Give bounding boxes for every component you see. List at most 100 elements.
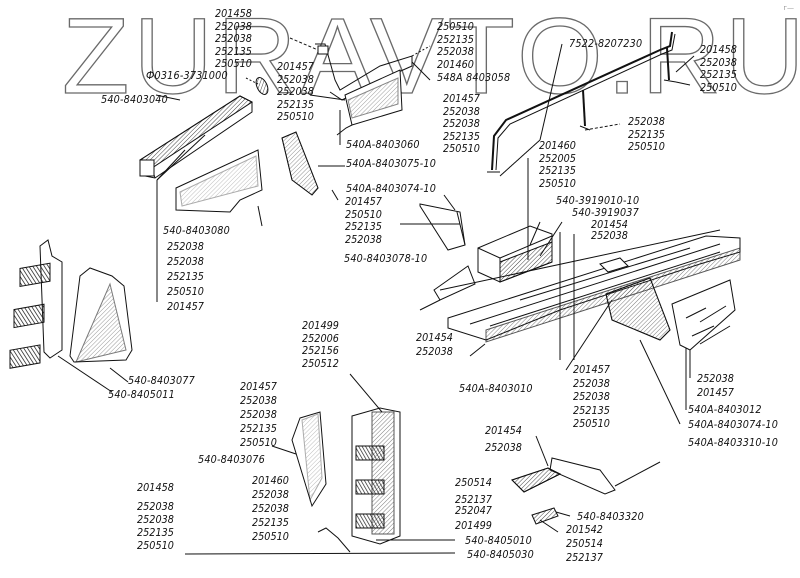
handrail-left-fasteners: 201457 252038 252038 252135 250510 [443, 93, 480, 156]
part-number: 252038 [416, 346, 453, 358]
part-number: 252038 [628, 116, 665, 128]
part-number: 201457 [240, 381, 277, 393]
part-8403077-label: 540-8403077 [128, 375, 195, 387]
part-number: 250514 [566, 538, 603, 550]
part-number: 252038 [240, 409, 277, 421]
lamp-part [255, 77, 269, 95]
part-number: 201454 [416, 332, 453, 344]
part-number: 201458 [700, 44, 737, 56]
part-number: 250510 [443, 143, 480, 155]
part-number: 252038 [591, 230, 628, 242]
part-number: 252038 [167, 241, 204, 253]
platform-left-fasteners: 201454 252038 [416, 331, 453, 359]
part-number: 252156 [302, 345, 339, 357]
part-number: 201460 [539, 140, 576, 152]
part-number: 252038 [345, 233, 382, 246]
handrail-right-fasteners: 201458 252038 252135 250510 [700, 44, 737, 94]
platform-fasteners: 201457 252038 252038 252135 250510 [573, 364, 610, 432]
part-number: 252135 [252, 517, 289, 529]
bar-8405030-part [184, 527, 456, 555]
part-number: 252038 [167, 256, 204, 268]
part-number: 250510 [277, 111, 314, 123]
part-number: 252038 [700, 56, 737, 69]
part-number: 250510 [628, 141, 665, 153]
part-number: 252038 [437, 46, 474, 58]
part-8405011-label: 540-8405011 [108, 389, 175, 401]
part-number: 252038 [137, 514, 174, 526]
part-8403076-label: 540-8403076 [198, 454, 265, 466]
battery-box-part [477, 158, 563, 283]
ladder-fasteners: 201499 252006 252156 250512 [302, 320, 339, 370]
platform-top-fasteners: 201454 252038 [591, 220, 628, 242]
part-8403320-label: 540-8403320 [577, 511, 644, 523]
ladder-left-part [9, 239, 113, 393]
part-number: 201454 [591, 219, 628, 231]
part-number: 250510 [240, 437, 277, 449]
part-number: 252137 [566, 552, 603, 564]
corner-mark: г— [783, 4, 794, 12]
part-number: 201457 [277, 61, 314, 73]
plate-8403320-part [531, 507, 571, 533]
panel-8403080-part [175, 149, 263, 213]
part-number: 252135 [167, 271, 204, 283]
hinge-fasteners: 250514 252137 252047 201499 [455, 477, 492, 532]
part-number: 252135 [137, 527, 174, 539]
part-number: 201457 [167, 301, 204, 313]
bracket-fasteners: 201457 250510 252135 252038 [345, 196, 382, 246]
bracket-8403058-label: 548А 8403058 [437, 72, 511, 84]
part-8405030-label: 540-8405030 [467, 549, 534, 561]
lamp-label: Ф0316-3731000 [146, 70, 228, 82]
part-number: 250510 [252, 531, 289, 543]
bar-fasteners: 201460 252038 252038 252135 250510 [252, 474, 289, 544]
part-8403074-bottom-label: 540А-8403074-10 [688, 419, 779, 431]
part-8403075-label: 540А-8403075-10 [346, 158, 437, 170]
left-panel-fasteners: 252038 252038 252135 250510 201457 [167, 240, 204, 315]
battery-cover-label: 540-3919037 [572, 207, 639, 219]
right-panel-fasteners: 252038 201457 [697, 372, 734, 400]
watermark: ZURAVTO.RU [61, 0, 800, 116]
handrail-label: 7522-8207230 [569, 38, 643, 50]
part-8403060-label: 540А-8403060 [346, 139, 420, 151]
part-number: 252135 [573, 404, 610, 417]
part-8405010-label: 540-8405010 [465, 535, 532, 547]
part-number: 252038 [443, 118, 480, 130]
rail-left-part [139, 95, 253, 179]
battery-fasteners: 201460 252005 252135 250510 [539, 140, 576, 190]
part-number: 201499 [302, 320, 339, 332]
part-number: 252135 [240, 423, 277, 435]
part-number: 252038 [277, 86, 314, 98]
part-number: 252038 [443, 105, 480, 118]
part-number: 252135 [539, 165, 576, 177]
part-8403074-top-label: 540А-8403074-10 [346, 183, 437, 195]
plate-fasteners: 201542 250514 252137 [566, 523, 603, 565]
part-number: 252038 [485, 442, 522, 454]
part-number: 252137 [455, 494, 492, 506]
part-number: 250510 [215, 58, 252, 70]
part-number: 250510 [167, 286, 204, 298]
part-number: 201460 [437, 58, 474, 71]
part-number: 201457 [345, 196, 382, 208]
bottom-left-fasteners: 201458 252038 252038 252135 250510 [137, 481, 174, 553]
part-number: 201460 [252, 475, 289, 487]
step-side-fasteners: 201457 252038 252038 252135 250510 [240, 380, 277, 450]
part-number: 252038 [252, 489, 289, 501]
part-number: 250510 [345, 208, 382, 221]
part-number: 201458 [137, 482, 174, 494]
platform-leg-part [605, 277, 681, 425]
battery-box-label: 540-3919010-10 [556, 195, 640, 207]
part-number: 252135 [345, 221, 382, 233]
handrail-mid-fasteners: 252038 252135 250510 [628, 116, 665, 154]
part-number: 252135 [277, 98, 314, 111]
part-number: 252038 [573, 377, 610, 390]
rail-left-label: 540-8403040 [101, 94, 168, 106]
part-number: 252038 [137, 501, 174, 513]
part-number: 252038 [215, 33, 252, 45]
part-number: 250510 [573, 418, 610, 430]
part-number: 252038 [240, 395, 277, 407]
part-8403075 [281, 131, 345, 196]
part-number: 250512 [302, 357, 339, 370]
panel-8403076-part [271, 411, 327, 508]
part-number: 201457 [573, 364, 610, 376]
panel-8403077-part [69, 267, 133, 383]
